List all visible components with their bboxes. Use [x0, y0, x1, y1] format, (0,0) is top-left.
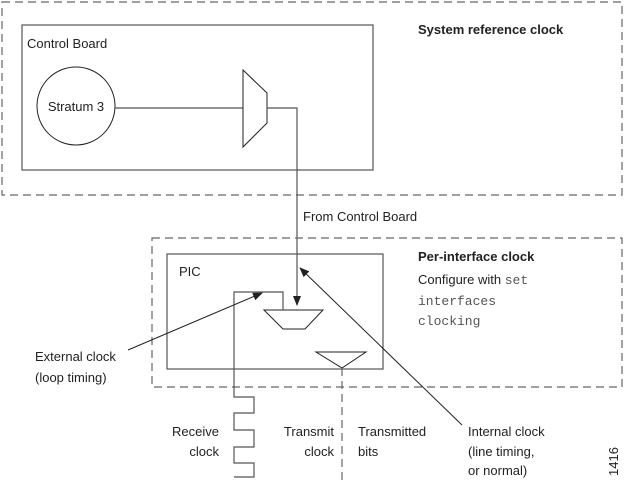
control-mux [242, 68, 268, 149]
receive-clock-waveform [233, 291, 284, 478]
pic-box [166, 253, 384, 370]
external-clock-sub: (loop timing) [35, 370, 107, 385]
internal-clock-sub-2: or normal) [468, 463, 527, 478]
stratum-3-circle [36, 66, 116, 146]
control-board-label: Control Board [27, 36, 107, 51]
control-board-feed-line [267, 107, 301, 306]
control-board-box [21, 24, 374, 171]
pic-mux [262, 309, 325, 330]
external-clock-label: External clock [35, 349, 116, 364]
internal-clock-arrow [299, 267, 463, 426]
per-interface-title: Per-interface clock [418, 249, 535, 264]
transmitted-bits-label: Transmitted [358, 424, 426, 439]
configure-text: Configure with set [418, 272, 528, 288]
command-clocking: clocking [418, 314, 480, 329]
command-interfaces: interfaces [418, 294, 496, 309]
transmit-clock-sub: clock [304, 444, 334, 459]
stratum-3-label: Stratum 3 [48, 99, 104, 114]
per-interface-region [151, 237, 623, 388]
figure-id: 1416 [606, 447, 621, 476]
from-control-board-label: From Control Board [303, 209, 417, 224]
pic-label: PIC [179, 264, 201, 279]
transmit-clock-label: Transmit [284, 424, 334, 439]
internal-clock-label: Internal clock [468, 424, 545, 439]
system-reference-title: System reference clock [418, 22, 564, 37]
receive-clock-sub: clock [189, 444, 219, 459]
receive-clock-label: Receive [172, 424, 219, 439]
external-clock-arrow [127, 292, 263, 351]
transmit-driver [314, 351, 368, 369]
transmitted-bits-sub: bits [358, 444, 379, 459]
system-reference-region [1, 1, 623, 196]
internal-clock-sub-1: (line timing, [468, 444, 534, 459]
